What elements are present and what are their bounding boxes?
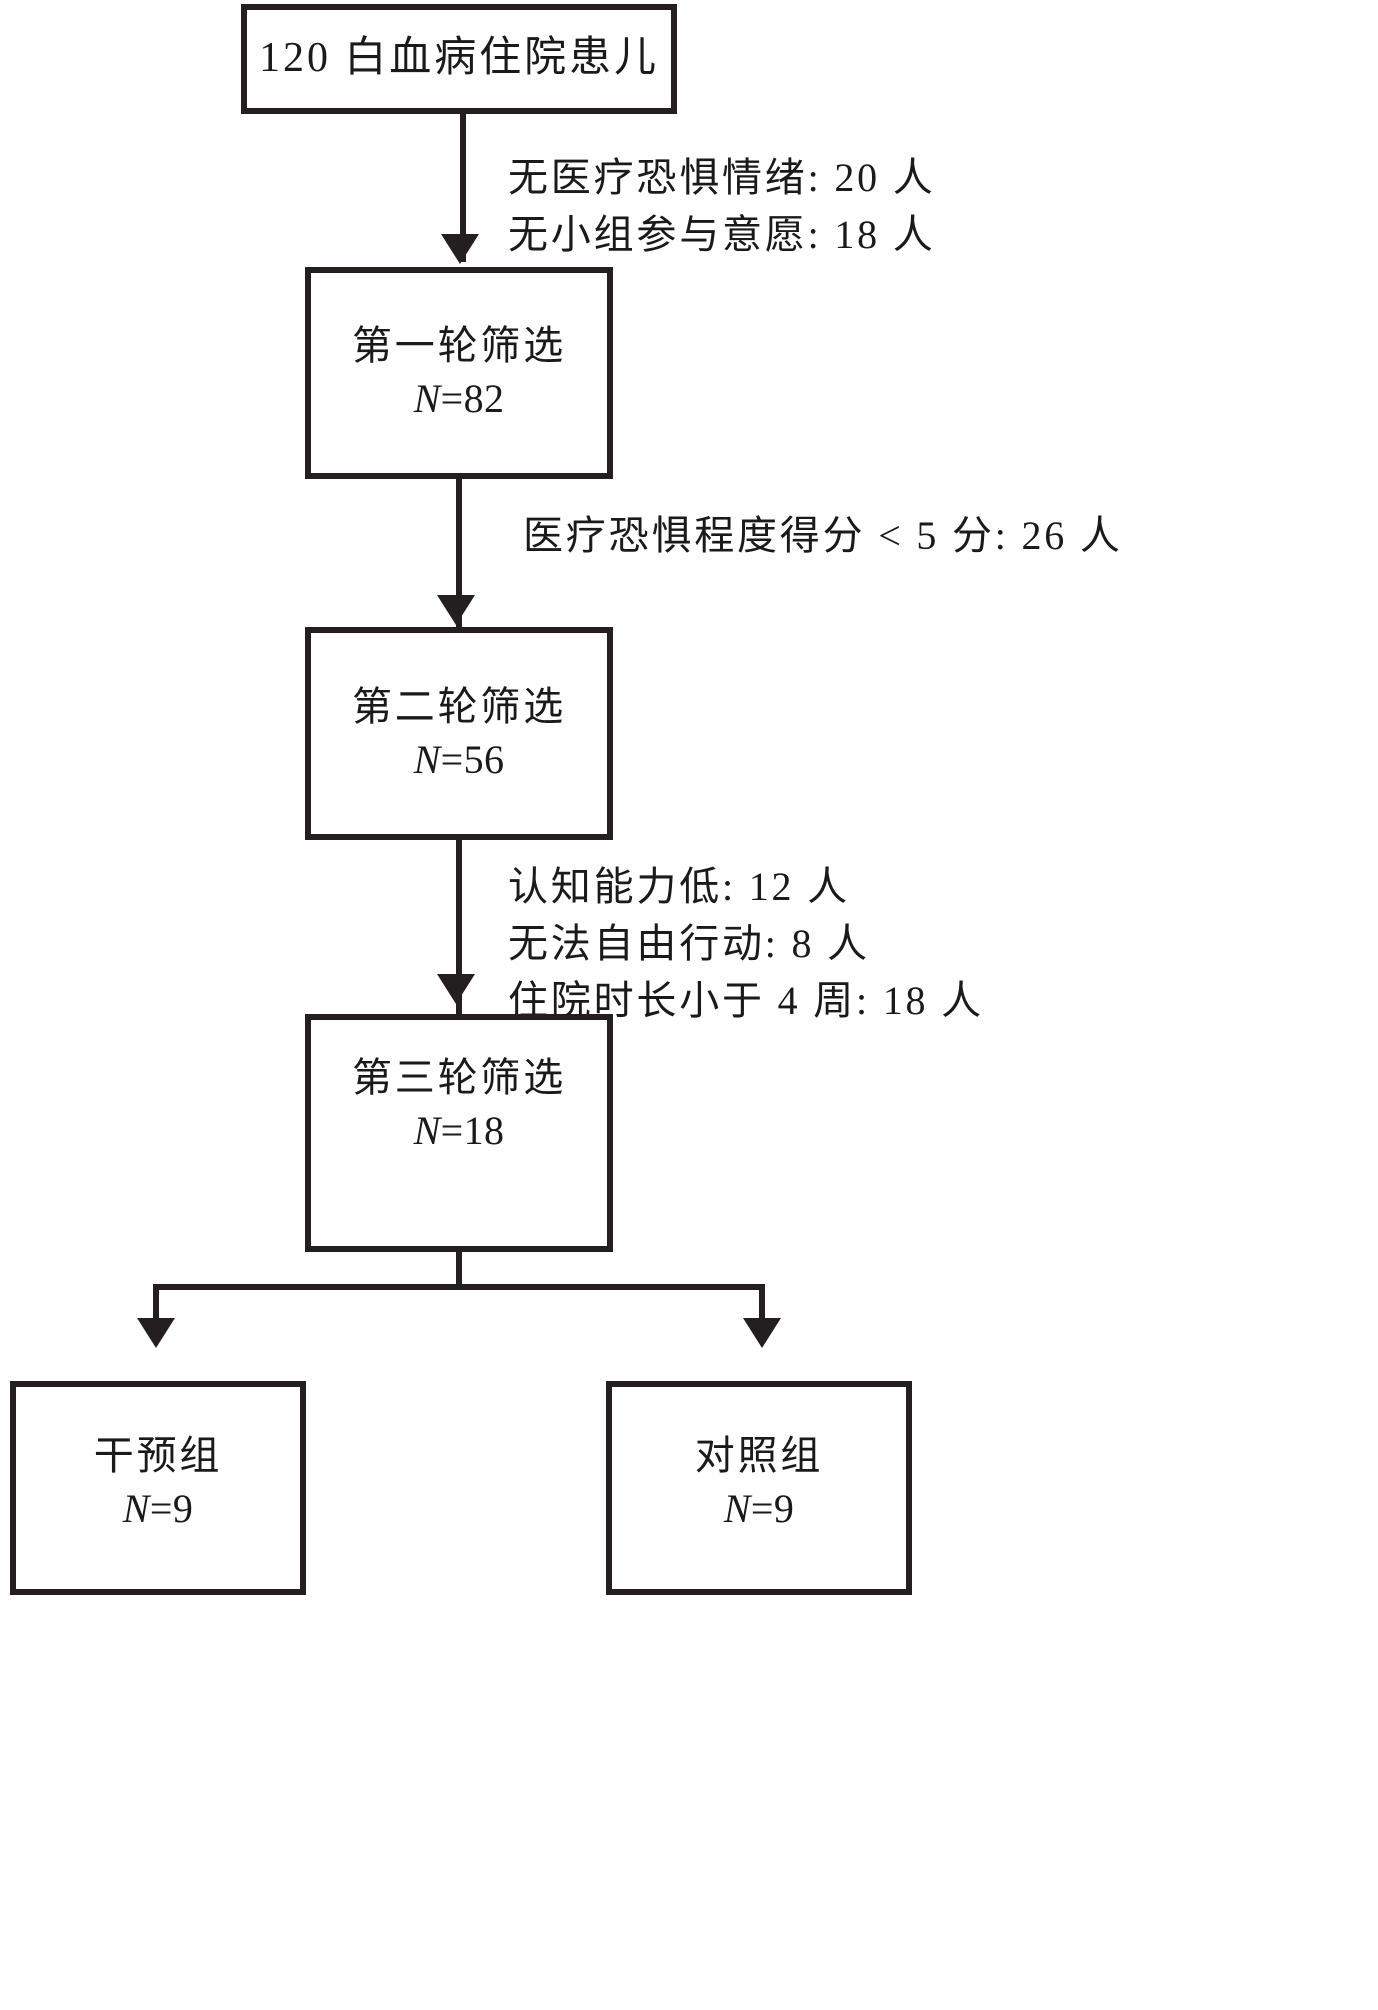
connector-to-intervention-line <box>153 1284 159 1340</box>
connector-round3-split-bar <box>153 1284 765 1290</box>
node-round3-label: 第三轮筛选 <box>352 1055 566 1101</box>
node-round1-box: 第一轮筛选 N=82 <box>305 267 613 479</box>
node-round2-count: N=56 <box>413 736 505 782</box>
annotation-exclusion-1-line-1: 无医疗恐惧情绪: 20 人 <box>508 155 936 200</box>
node-round3-box: 第三轮筛选 N=18 <box>305 1014 613 1252</box>
connector-round2-to-round3-line <box>456 840 462 1015</box>
node-control-box: 对照组 N=9 <box>606 1381 912 1595</box>
node-source-label: 120 白血病住院患儿 <box>259 35 659 82</box>
node-intervention-count: N=9 <box>122 1486 194 1531</box>
annotation-exclusion-3-line-1: 认知能力低: 12 人 <box>508 864 850 909</box>
connector-to-intervention-arrowhead <box>137 1318 175 1348</box>
annotation-exclusion-2-line-1: 医疗恐惧程度得分 < 5 分: 26 人 <box>523 513 1123 558</box>
node-intervention-box: 干预组 N=9 <box>10 1381 306 1595</box>
connector-to-control-arrowhead <box>743 1318 781 1348</box>
connector-source-to-round1-arrowhead <box>441 234 479 264</box>
connector-round1-to-round2-line <box>456 479 462 627</box>
node-control-label: 对照组 <box>694 1433 824 1479</box>
node-round1-count: N=82 <box>413 376 505 421</box>
connector-source-to-round1-line <box>460 114 466 262</box>
node-round2-box: 第二轮筛选 N=56 <box>305 627 613 840</box>
node-round3-count: N=18 <box>413 1108 505 1153</box>
node-round1-label: 第一轮筛选 <box>352 323 566 369</box>
node-control-count: N=9 <box>723 1486 795 1531</box>
annotation-exclusion-3: 认知能力低: 12 人 无法自由行动: 8 人 住院时长小于 4 周: 18 人 <box>508 859 984 1029</box>
connector-round3-split-stem <box>456 1252 462 1287</box>
annotation-exclusion-1-line-2: 无小组参与意愿: 18 人 <box>508 211 936 257</box>
connector-to-control-line <box>759 1284 765 1340</box>
node-round2-label: 第二轮筛选 <box>352 683 566 729</box>
node-intervention-label: 干预组 <box>93 1433 223 1479</box>
annotation-exclusion-1: 无医疗恐惧情绪: 20 人 无小组参与意愿: 18 人 <box>508 150 936 264</box>
node-source-box: 120 白血病住院患儿 <box>241 4 677 114</box>
annotation-exclusion-2: 医疗恐惧程度得分 < 5 分: 26 人 <box>523 508 1123 565</box>
connector-round2-to-round3-arrowhead <box>437 974 475 1004</box>
annotation-exclusion-3-line-2: 无法自由行动: 8 人 <box>508 920 870 966</box>
connector-round1-to-round2-arrowhead <box>437 595 475 625</box>
